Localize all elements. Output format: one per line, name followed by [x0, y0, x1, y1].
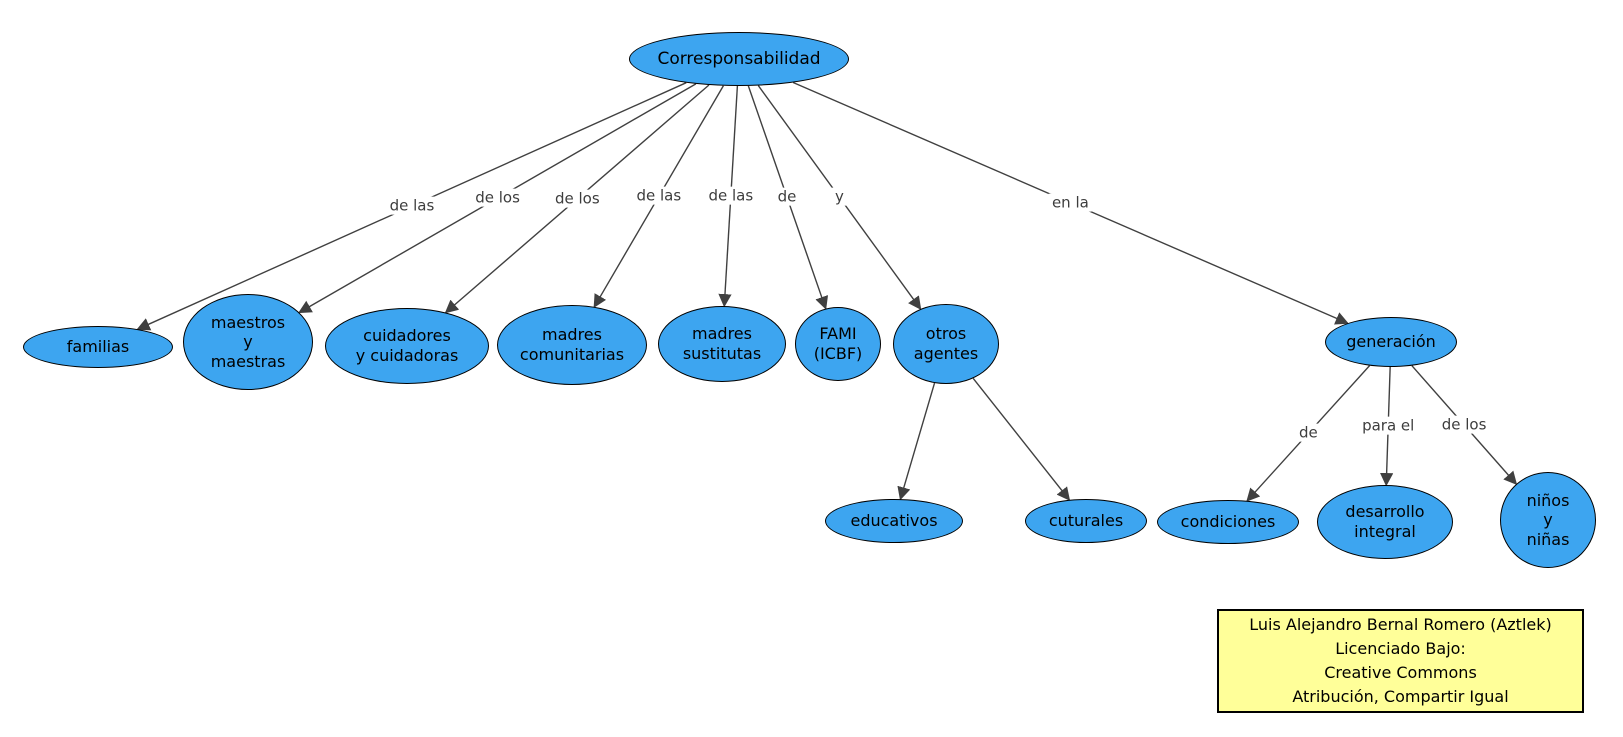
node-ninos-y-ninas[interactable]: niños y niñas	[1500, 472, 1596, 568]
node-label: condiciones	[1180, 512, 1276, 532]
node-label: madres comunitarias	[519, 325, 625, 364]
node-label: educativos	[850, 511, 938, 531]
edge-label-de-los-ninos: de los	[1438, 415, 1490, 434]
edge-line	[897, 382, 936, 501]
node-condiciones[interactable]: condiciones	[1157, 500, 1299, 544]
edge-label-de-los-cuidadores: de los	[552, 189, 603, 208]
node-label: otros agentes	[913, 324, 979, 363]
edge-label-y-otros-agentes: y	[831, 187, 847, 206]
node-madres-sustitutas[interactable]: madres sustitutas	[658, 306, 786, 382]
node-familias[interactable]: familias	[23, 326, 173, 368]
node-label: cuturales	[1048, 511, 1124, 531]
node-label: niños y niñas	[1526, 490, 1570, 549]
node-label: cuidadores y cuidadoras	[355, 326, 459, 365]
edge-label-de-las-sustitutas: de las	[705, 186, 757, 205]
node-cuturales[interactable]: cuturales	[1025, 499, 1147, 543]
license-box: Luis Alejandro Bernal Romero (Aztlek) Li…	[1217, 609, 1584, 713]
node-otros-agentes[interactable]: otros agentes	[893, 304, 999, 384]
node-label: FAMI (ICBF)	[813, 324, 863, 363]
node-fami-icbf[interactable]: FAMI (ICBF)	[795, 307, 881, 381]
node-maestros-y-maestras[interactable]: maestros y maestras	[183, 294, 313, 390]
edge-label-para-el-desarrollo: para el	[1359, 416, 1418, 435]
node-label: maestros y maestras	[210, 312, 286, 371]
node-label: desarrollo integral	[1345, 502, 1425, 541]
node-label: familias	[66, 337, 130, 357]
license-attribution-line: Atribución, Compartir Igual	[1292, 687, 1509, 706]
license-creative-commons-line: Creative Commons	[1324, 663, 1477, 682]
node-educativos[interactable]: educativos	[825, 499, 963, 543]
license-author-line: Luis Alejandro Bernal Romero (Aztlek)	[1249, 615, 1552, 634]
edge-label-de-los-maestros: de los	[472, 188, 523, 207]
node-cuidadores-y-cuidadoras[interactable]: cuidadores y cuidadoras	[325, 308, 489, 384]
node-madres-comunitarias[interactable]: madres comunitarias	[497, 305, 647, 385]
edge-label-de-condiciones: de	[1296, 423, 1321, 442]
node-label: Corresponsabilidad	[657, 48, 821, 69]
node-desarrollo-integral[interactable]: desarrollo integral	[1317, 485, 1453, 559]
node-label: generación	[1346, 332, 1436, 352]
license-licensed-under-line: Licenciado Bajo:	[1335, 639, 1466, 658]
edge-label-de-fami: de	[774, 187, 800, 206]
node-label: madres sustitutas	[682, 324, 762, 363]
edge-label-de-las-familias: de las	[386, 196, 438, 215]
node-corresponsabilidad[interactable]: Corresponsabilidad	[629, 32, 849, 86]
edge-line	[972, 377, 1071, 501]
node-generacion[interactable]: generación	[1325, 317, 1457, 367]
edge-label-de-las-comunitarias: de las	[633, 186, 685, 205]
edge-label-en-la-generacion: en la	[1048, 193, 1092, 212]
